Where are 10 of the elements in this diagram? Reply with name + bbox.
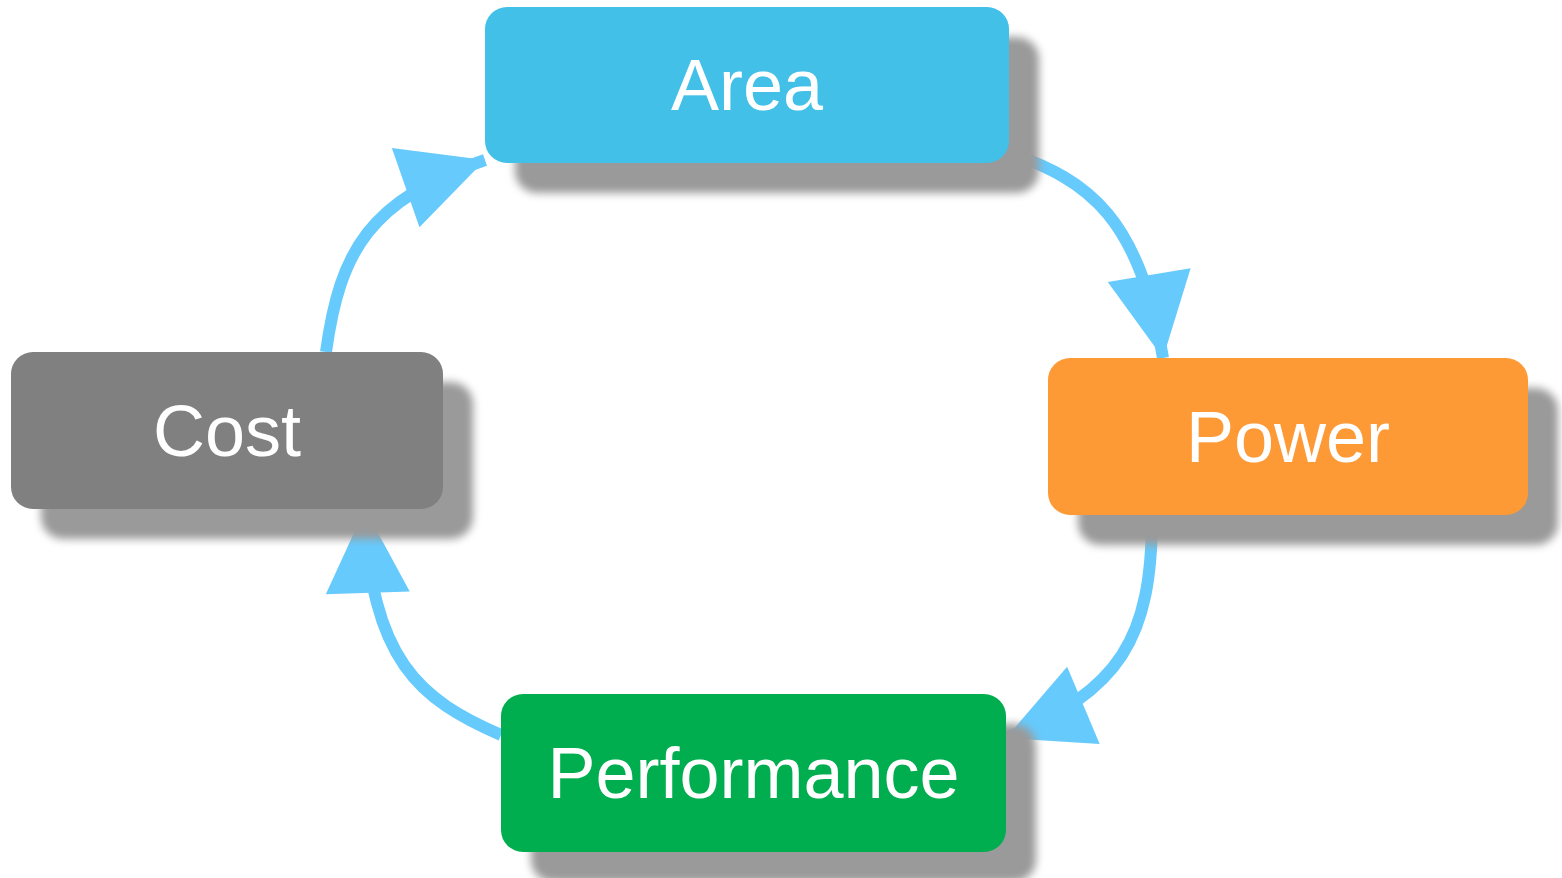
process-box <box>485 7 1009 163</box>
node-label: Cost <box>152 389 301 472</box>
arrow <box>320 150 488 353</box>
process-box <box>11 352 443 509</box>
node-label: Performance <box>547 732 960 814</box>
node-label: Area <box>670 44 824 126</box>
process-box <box>1048 358 1528 515</box>
node-label: Power <box>1185 395 1391 478</box>
arrow <box>1006 147 1189 360</box>
process-box <box>501 694 1006 852</box>
